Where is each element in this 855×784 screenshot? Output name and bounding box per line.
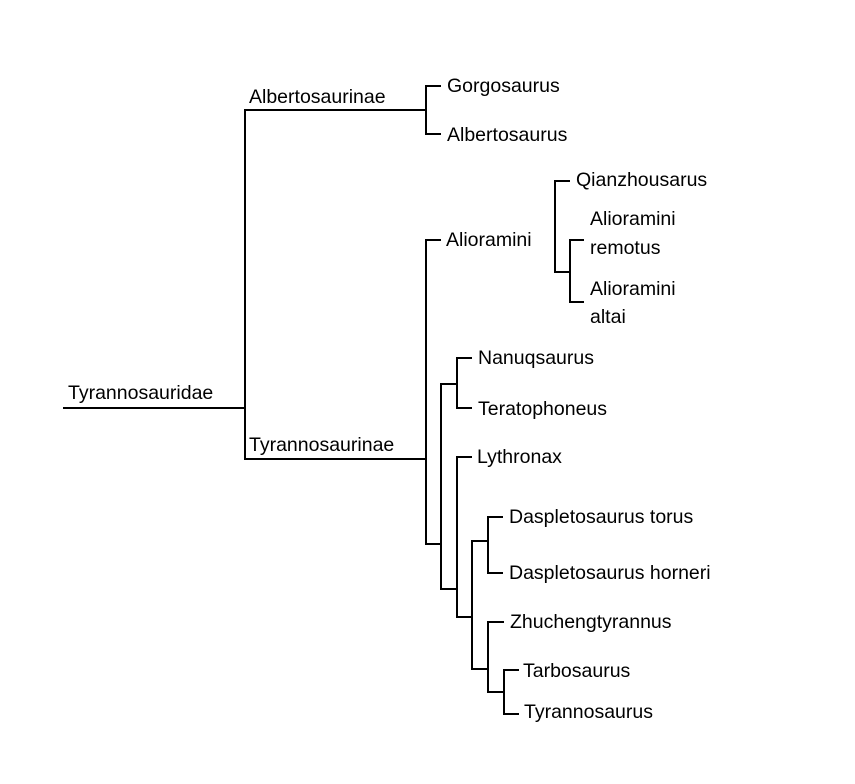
labels: Tyrannosauridae Albertosaurinae Tyrannos… (68, 75, 711, 723)
branch-core-split (440, 383, 458, 590)
label-gorgosaurus: Gorgosaurus (447, 75, 560, 97)
label-alioramini-altai-1: Alioramini (590, 278, 676, 300)
branch-derived-split (471, 540, 489, 670)
branch-lythronax-split (456, 456, 473, 618)
label-nanuqsaurus: Nanuqsaurus (478, 347, 594, 369)
branch-nanuq-terato-split (456, 357, 472, 409)
label-zhuchengtyrannus: Zhuchengtyrannus (510, 611, 672, 633)
branch-albertosaurinae-split (425, 85, 441, 135)
label-alioramini-remotus-2: remotus (590, 237, 661, 259)
label-tarbosaurus: Tarbosaurus (523, 660, 631, 682)
label-daspletosaurus-horneri: Daspletosaurus horneri (509, 562, 711, 584)
label-daspletosaurus-torus: Daspletosaurus torus (509, 506, 694, 528)
label-tyrannosaurus: Tyrannosaurus (524, 701, 653, 723)
label-teratophoneus: Teratophoneus (478, 398, 607, 420)
label-albertosaurinae: Albertosaurinae (249, 86, 386, 108)
label-alioramini-altai-2: altai (590, 306, 626, 328)
branch-alioramini-split (554, 180, 571, 273)
branch-daspletosaurus-split (487, 516, 503, 574)
branch-tyrannosaurini-split (503, 669, 519, 715)
label-qianzhousarus: Qianzhousarus (576, 169, 707, 191)
label-lythronax: Lythronax (477, 446, 562, 468)
label-alioramini-remotus-1: Alioramini (590, 208, 676, 230)
label-albertosaurus: Albertosaurus (447, 124, 568, 146)
branch-tyrannosaurinae-split (425, 239, 442, 545)
label-tyrannosauridae: Tyrannosauridae (68, 382, 213, 404)
branches (63, 85, 584, 715)
label-tyrannosaurinae: Tyrannosaurinae (249, 434, 394, 456)
branch-zhucheng-split (487, 621, 505, 693)
branch-alioramus-split (569, 239, 584, 303)
label-alioramini: Alioramini (446, 229, 532, 251)
